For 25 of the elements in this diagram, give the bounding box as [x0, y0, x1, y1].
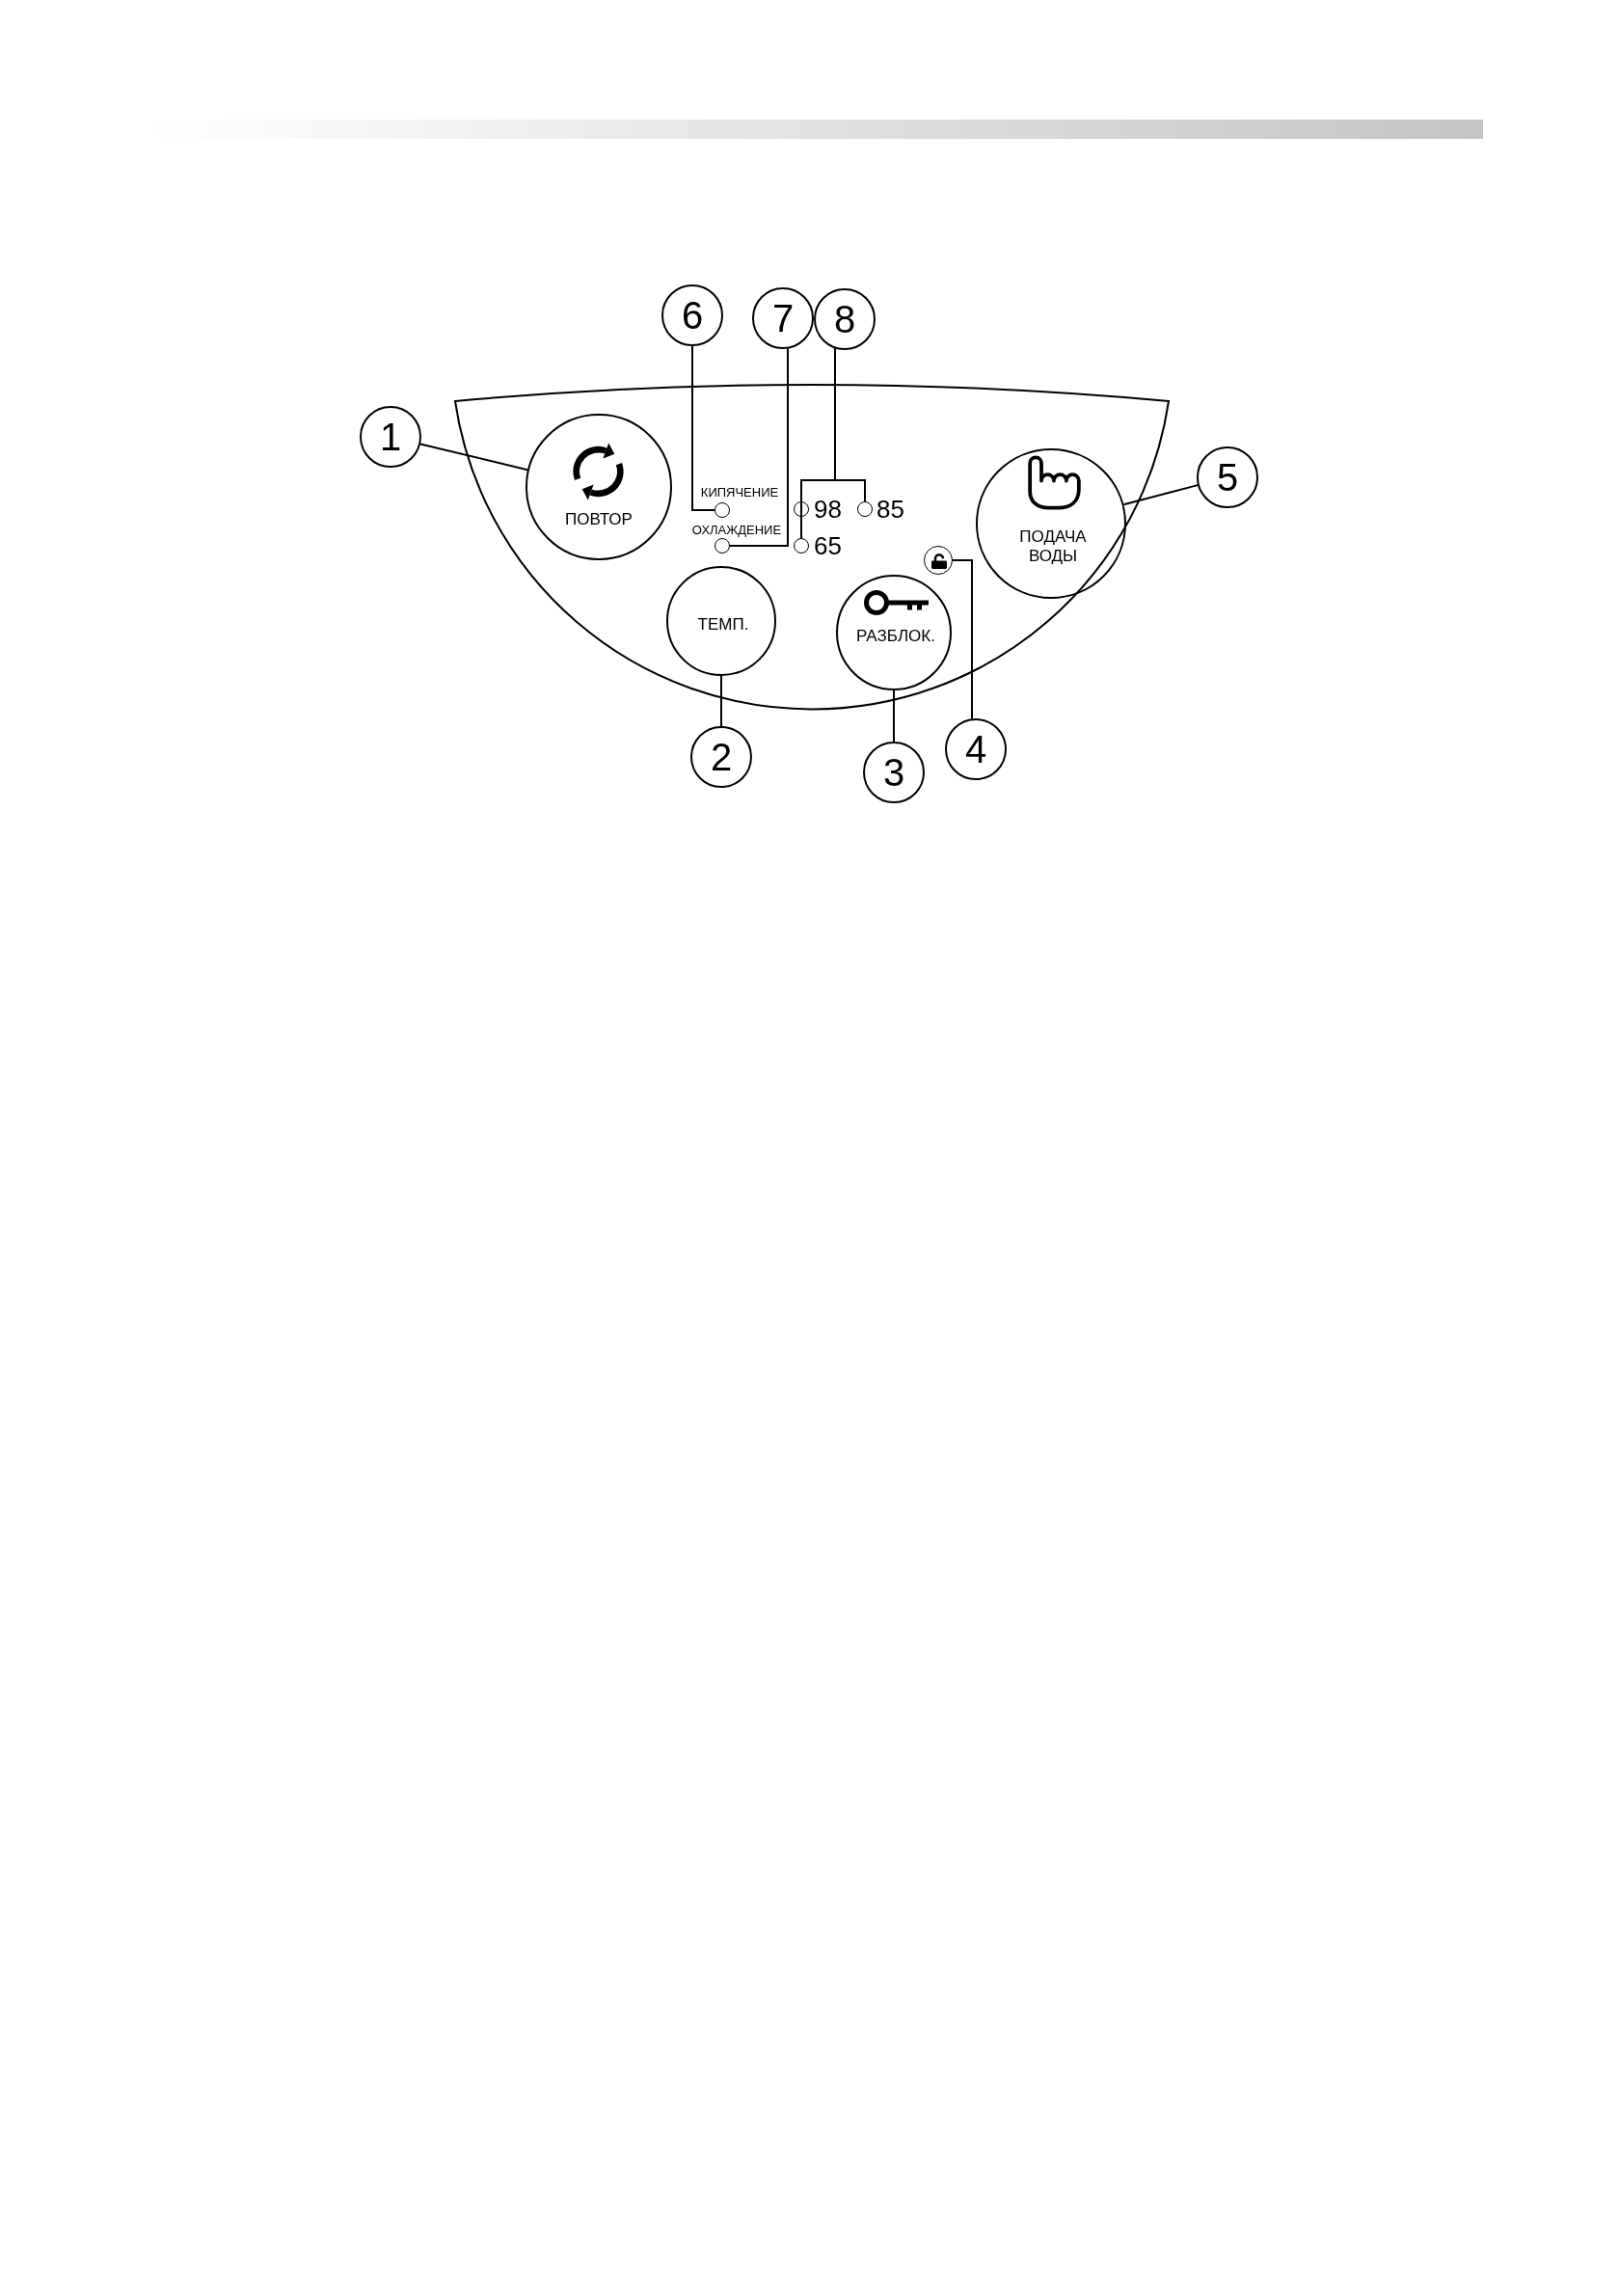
leader-line — [893, 689, 895, 743]
leader-line — [691, 345, 715, 511]
lamp-label: ОХЛАЖДЕНИЕ — [691, 523, 782, 538]
callout-number: 1 — [360, 406, 421, 468]
leader-line — [419, 443, 529, 472]
repeat-button: ПОВТОР — [526, 414, 672, 560]
temperature-button: ТЕМП. — [666, 566, 776, 676]
lamp-label: 98 — [814, 495, 842, 524]
leader-line — [720, 675, 722, 727]
leader-line — [800, 347, 836, 539]
leader-line — [1122, 484, 1199, 506]
lamp-label: 65 — [814, 531, 842, 560]
lamp-label: КИПЯЧЕНИЕ — [700, 485, 779, 500]
callout-number: 4 — [945, 718, 1007, 780]
callout-number: 2 — [690, 726, 752, 788]
callout-number: 6 — [661, 284, 723, 346]
leader-line — [729, 347, 789, 547]
callout-number: 8 — [814, 288, 876, 350]
lamp-label: 85 — [876, 495, 904, 524]
unlock-button: РАЗБЛОК. — [836, 575, 952, 690]
leader-line — [952, 559, 973, 720]
callout-number: 7 — [752, 287, 814, 349]
water-dispense-button: ПОДАЧА ВОДЫ — [976, 448, 1126, 599]
callout-number: 3 — [863, 742, 925, 803]
callout-number: 5 — [1197, 446, 1258, 508]
